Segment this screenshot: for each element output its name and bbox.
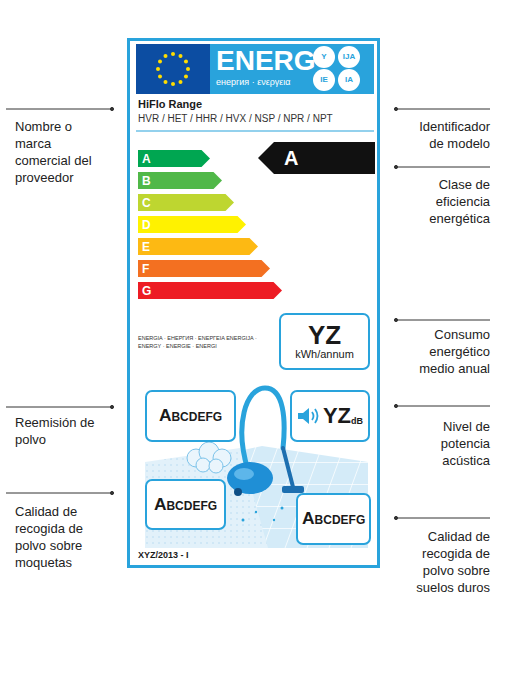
- efficiency-class-bar: D: [138, 216, 246, 233]
- vacuum-hose: [242, 388, 284, 470]
- node-label: E: [138, 241, 150, 253]
- noise-level-box: YZdB: [290, 390, 370, 442]
- class-arrow-shape: [138, 238, 258, 255]
- efficiency-class-bar: E: [138, 238, 258, 255]
- energy-label: ENERG енергия · ενεργειαHiFlo RangeHVR / …: [127, 38, 380, 568]
- energy-heading: ENERG: [216, 47, 316, 75]
- dust-reemission-box: ABCDEFG: [145, 390, 236, 442]
- energy-consumption-box: YZkWh/annum: [279, 313, 370, 370]
- model-identifier: HVR / HET / HHR / HVX / NSP / NPR / NPT: [138, 114, 333, 124]
- arrow-outline: [138, 194, 234, 211]
- arrow-outline: [138, 216, 246, 233]
- efficiency-class-bar: F: [138, 260, 270, 277]
- eu-star: [156, 67, 160, 71]
- vacuum-body: [227, 462, 273, 494]
- class-arrow-shape: [138, 194, 234, 211]
- label-ground: [127, 38, 380, 568]
- speaker-body: [298, 408, 309, 424]
- hard-floor-pickup-box: ABCDEFG: [296, 493, 371, 545]
- node-label: F: [138, 263, 149, 275]
- node-label: G: [138, 285, 151, 297]
- leader-lines: [6, 107, 490, 519]
- node-label: IE: [320, 76, 328, 84]
- vacuum-lid: [234, 468, 254, 480]
- rating-value: dB: [351, 417, 363, 426]
- callout-label: Nivel de potencia acústica: [402, 418, 490, 469]
- arrow-outline: [138, 260, 270, 277]
- vacuum-wheel: [234, 488, 242, 496]
- eu-star: [171, 52, 175, 56]
- rating-value: kWh/annum: [295, 348, 354, 361]
- arrow-outline: [138, 172, 222, 189]
- arrow-outline: [138, 150, 210, 167]
- vacuum-nozzle: [282, 486, 304, 493]
- regulation-number: XYZ/2013 - I: [138, 551, 189, 560]
- language-circle: Y: [313, 46, 335, 68]
- class-arrow-shape: [138, 282, 282, 299]
- callout-label: Consumo energético medio anual: [402, 326, 490, 377]
- node-label: D: [138, 219, 151, 231]
- eu-star: [184, 75, 188, 79]
- node-label: Y: [321, 53, 326, 61]
- energy-subheading: енергия · ενεργεια: [216, 78, 291, 87]
- separator-line: [136, 130, 374, 131]
- arrow-outline: [258, 142, 375, 174]
- eu-star: [186, 67, 190, 71]
- class-arrow-shape: [138, 216, 246, 233]
- arrow-outline: [138, 282, 282, 299]
- callout-label: Nombre o marca comercial del proveedor: [15, 118, 103, 186]
- language-circle: IA: [338, 69, 360, 91]
- eu-star: [184, 60, 188, 64]
- node-label: A: [258, 148, 298, 168]
- node-label: B: [138, 175, 151, 187]
- eu-star: [179, 54, 183, 58]
- class-arrow-shape: [138, 260, 270, 277]
- vacuum-wand: [283, 448, 293, 487]
- carpet-pickup-box: ABCDEFG: [145, 479, 226, 530]
- rating-value: ABCDEFG: [302, 510, 365, 527]
- supplier-name: HiFlo Range: [138, 99, 202, 110]
- energy-multilingual: ENERGIA · ЕНЕРГИЯ · ΕΝΕΡΓΕΙΑ ENERGIJA · …: [138, 334, 278, 351]
- callout-label: Reemisión de polvo: [15, 414, 103, 448]
- eu-star: [179, 80, 183, 84]
- speaker-icon: [296, 404, 322, 428]
- rating-value: YZ: [308, 322, 341, 348]
- efficiency-class-bar: A: [138, 150, 210, 167]
- arrow-outline: [138, 238, 258, 255]
- energy-header-band: [210, 44, 374, 94]
- language-circle: IE: [313, 69, 335, 91]
- rating-value: YZ: [323, 405, 351, 427]
- efficiency-class-bar: G: [138, 282, 282, 299]
- callout-label: Clase de eficiencia energética: [402, 176, 490, 227]
- rating-value: ABCDEFG: [159, 407, 222, 424]
- node-label: IA: [345, 76, 353, 84]
- indicator-arrow-shape: [258, 142, 375, 174]
- eu-star: [164, 54, 168, 58]
- callout-label: Calidad de recogida de polvo sobre suelo…: [402, 528, 490, 596]
- dust-cloud: [187, 442, 231, 473]
- rating-value: ABCDEFG: [154, 496, 217, 513]
- eu-star: [164, 80, 168, 84]
- eu-flag: [136, 44, 210, 94]
- node-label: IJA: [343, 53, 355, 61]
- class-indicator-arrow: A: [258, 142, 375, 174]
- callout-label: Calidad de recogida de polvo sobre moque…: [15, 503, 103, 571]
- eu-star: [158, 60, 162, 64]
- language-circle: IJA: [338, 46, 360, 68]
- efficiency-class-bar: C: [138, 194, 234, 211]
- callout-label: Identificador de modelo: [402, 118, 490, 152]
- node-label: C: [138, 197, 151, 209]
- sound-waves: [312, 409, 318, 423]
- eu-stars: [156, 52, 190, 86]
- eu-star: [171, 82, 175, 86]
- efficiency-class-bar: B: [138, 172, 222, 189]
- eu-star: [158, 75, 162, 79]
- node-label: A: [138, 153, 151, 165]
